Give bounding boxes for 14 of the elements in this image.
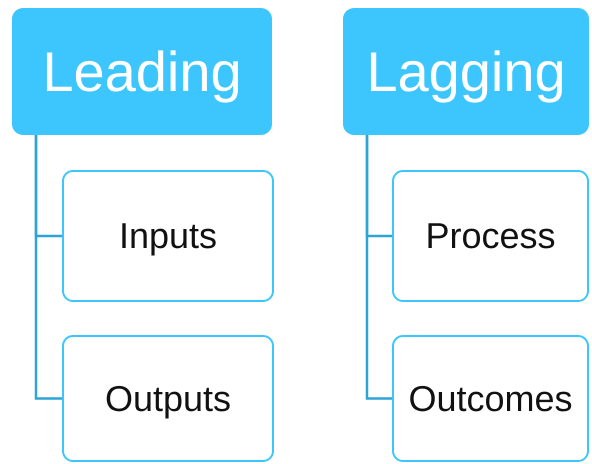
connector-line <box>34 135 62 400</box>
item-box <box>62 170 274 302</box>
box-label: Inputs <box>118 215 218 257</box>
category-box <box>12 8 272 135</box>
connector-line <box>366 135 392 400</box>
box-label: Leading <box>42 39 242 104</box>
item-box <box>62 335 274 462</box>
item-box <box>392 335 589 462</box>
category-box <box>343 8 589 135</box>
box-label: Outputs <box>104 378 232 420</box>
box-label: Process <box>425 215 556 257</box>
item-box <box>392 170 589 302</box>
box-label: Outcomes <box>408 378 573 420</box>
box-label: Lagging <box>366 39 566 104</box>
